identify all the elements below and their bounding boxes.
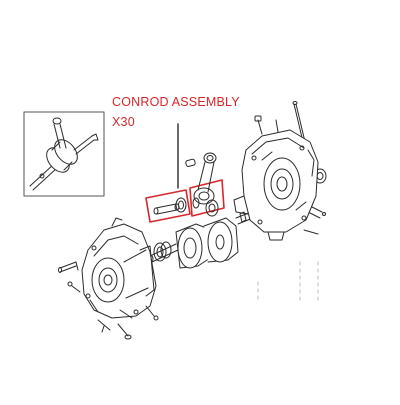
crankshaft-flywheel-icon <box>146 205 269 269</box>
thrust-washer-icon <box>192 197 219 217</box>
right-crankcase-icon <box>233 129 319 241</box>
crankshaft-inset-icon <box>23 111 105 197</box>
callout-quantity: X30 <box>112 115 135 129</box>
dashed-reference-lines <box>257 261 319 301</box>
bearing-icon <box>175 197 187 213</box>
callout-title: CONROD ASSEMBLY <box>112 95 240 109</box>
conrod-assembly-callout: CONROD ASSEMBLY X30 <box>112 92 240 132</box>
left-crankcase-icon <box>81 217 159 340</box>
conrod-highlight-boxes <box>145 179 225 223</box>
stud-bolt-icon <box>58 101 326 293</box>
connecting-rod-icon <box>193 152 217 205</box>
